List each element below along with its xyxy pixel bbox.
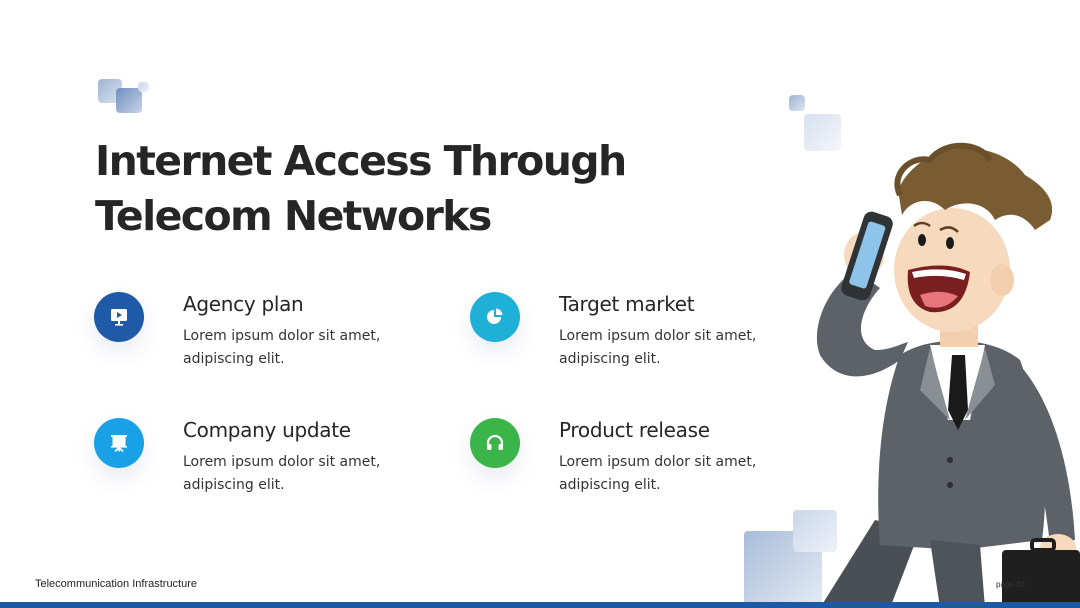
feature-description: Lorem ipsum dolor sit amet, adipiscing e…	[183, 325, 393, 371]
feature-title: Agency plan	[183, 292, 304, 316]
pie-chart-icon	[487, 308, 503, 324]
feature-icon-badge	[94, 292, 144, 342]
page-number: page 83	[996, 580, 1025, 589]
page-title: Internet Access Through Telecom Networks	[95, 134, 695, 244]
feature-description-line: Lorem ipsum dolor sit amet,	[559, 328, 757, 344]
projector-screen-icon	[111, 435, 127, 453]
decorative-square	[804, 114, 841, 151]
feature-icon-badge	[94, 418, 144, 468]
feature-description-line: adipiscing elit.	[559, 351, 661, 367]
feature-description-line: adipiscing elit.	[559, 477, 661, 493]
businessman-phone-illustration	[816, 142, 1080, 608]
feature-description: Lorem ipsum dolor sit amet, adipiscing e…	[559, 451, 769, 497]
decorative-square	[116, 88, 142, 113]
feature-description: Lorem ipsum dolor sit amet, adipiscing e…	[559, 325, 769, 371]
decorative-square	[793, 510, 837, 552]
feature-description-line: adipiscing elit.	[183, 351, 285, 367]
feature-description-line: Lorem ipsum dolor sit amet,	[183, 454, 381, 470]
feature-company-update: Company update Lorem ipsum dolor sit ame…	[94, 418, 394, 528]
title-line-1: Internet Access Through	[95, 137, 627, 185]
headset-icon	[486, 434, 504, 450]
feature-title: Company update	[183, 418, 351, 442]
feature-description: Lorem ipsum dolor sit amet, adipiscing e…	[183, 451, 393, 497]
feature-title: Target market	[559, 292, 695, 316]
feature-description-line: adipiscing elit.	[183, 477, 285, 493]
footer-title: Telecommunication Infrastructure	[35, 578, 198, 590]
feature-icon-badge	[470, 418, 520, 468]
feature-target-market: Target market Lorem ipsum dolor sit amet…	[470, 292, 770, 402]
bottom-accent-bar	[0, 602, 1080, 608]
feature-product-release: Product release Lorem ipsum dolor sit am…	[470, 418, 770, 528]
title-line-2: Telecom Networks	[95, 192, 492, 240]
presentation-icon	[111, 309, 127, 326]
feature-icon-badge	[470, 292, 520, 342]
feature-description-line: Lorem ipsum dolor sit amet,	[183, 328, 381, 344]
decorative-square	[138, 82, 149, 92]
feature-description-line: Lorem ipsum dolor sit amet,	[559, 454, 757, 470]
feature-agency-plan: Agency plan Lorem ipsum dolor sit amet, …	[94, 292, 394, 402]
decorative-square	[789, 95, 805, 111]
feature-title: Product release	[559, 418, 710, 442]
